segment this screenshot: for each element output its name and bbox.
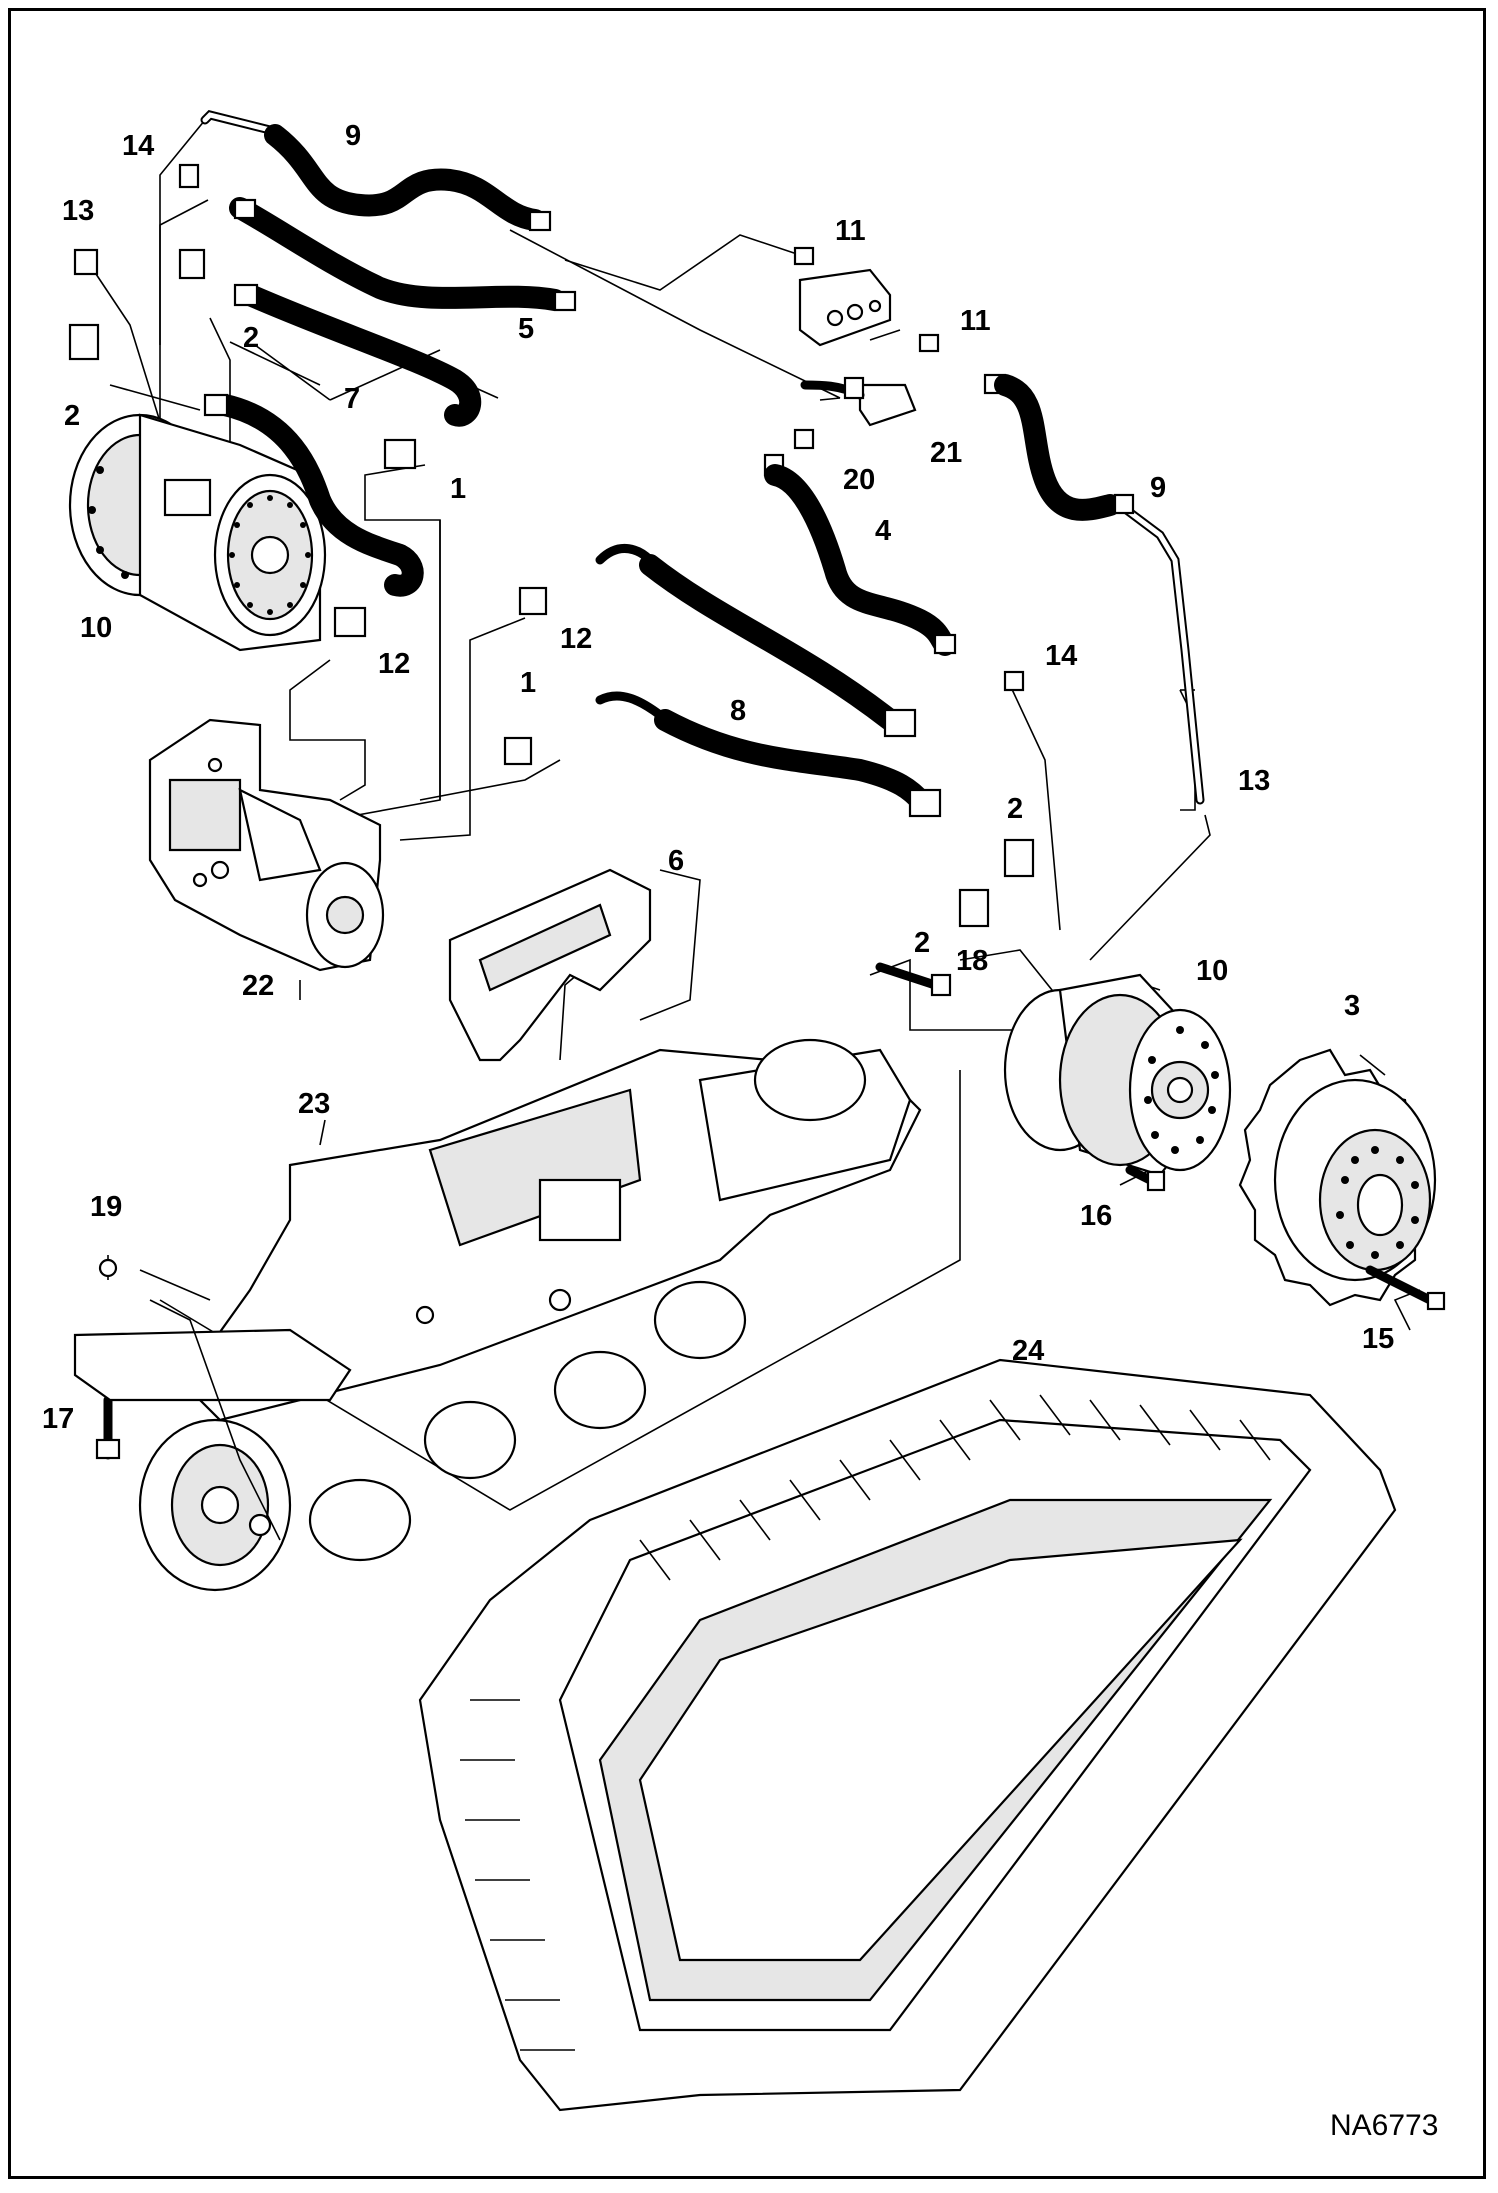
callout-1: 1 — [450, 473, 466, 505]
callout-12: 12 — [560, 623, 592, 655]
callout-15: 15 — [1362, 1323, 1394, 1355]
callout-21: 21 — [930, 437, 962, 469]
diagram-border — [8, 8, 1486, 2179]
rubber-track — [418, 1358, 1397, 2112]
sensor-21 — [793, 376, 917, 450]
callout-14: 14 — [122, 130, 154, 162]
callout-3: 3 — [1344, 990, 1360, 1022]
callout-2: 2 — [64, 400, 80, 432]
leader-lines — [87, 119, 1421, 1511]
drawing-code: NA6773 — [1330, 2109, 1438, 2142]
callout-8: 8 — [730, 695, 746, 727]
callout-13: 13 — [1238, 765, 1270, 797]
hose-9-upper — [200, 110, 552, 232]
drive-sprocket — [1238, 1048, 1437, 1307]
callout-23: 23 — [298, 1088, 330, 1120]
callout-4: 4 — [875, 515, 891, 547]
callout-18: 18 — [956, 945, 988, 977]
hydrostatic-pump — [148, 718, 385, 972]
callout-12: 12 — [378, 648, 410, 680]
callout-14: 14 — [1045, 640, 1077, 672]
callout-17: 17 — [42, 1403, 74, 1435]
track-guide — [448, 868, 652, 1062]
callout-9: 9 — [345, 120, 361, 152]
callout-10: 10 — [1196, 955, 1228, 987]
hose-8-upper — [595, 543, 917, 738]
hose-9-right — [983, 373, 1205, 805]
callout-2: 2 — [1007, 793, 1023, 825]
callout-labels: 9 14 13 2 2 7 5 1 10 12 11 11 21 20 4 9 … — [42, 120, 1438, 2142]
callout-7: 7 — [344, 383, 360, 415]
callout-11: 11 — [960, 305, 991, 337]
callout-19: 19 — [90, 1191, 122, 1223]
callout-22: 22 — [242, 970, 274, 1002]
hose-7-lower — [203, 393, 424, 597]
callout-20: 20 — [843, 464, 875, 496]
callout-24: 24 — [1012, 1335, 1044, 1367]
callout-6: 6 — [668, 845, 684, 877]
callout-5: 5 — [518, 313, 534, 345]
callout-16: 16 — [1080, 1200, 1112, 1232]
hose-4 — [763, 453, 1025, 692]
callout-11: 11 — [835, 215, 866, 247]
callout-2: 2 — [243, 322, 259, 354]
callout-2: 2 — [914, 927, 930, 959]
hose-7-upper — [233, 283, 482, 427]
hose-8-lower — [595, 691, 942, 818]
fittings-lower — [503, 586, 1035, 928]
drive-motor-right — [1003, 973, 1232, 1177]
callout-1: 1 — [520, 667, 536, 699]
valve-block-11 — [793, 246, 940, 353]
undercarriage-frame — [73, 1038, 922, 1592]
fittings-upper-left — [68, 163, 417, 638]
callout-9: 9 — [1150, 472, 1166, 504]
drive-motor-left — [68, 413, 327, 652]
callout-10: 10 — [80, 612, 112, 644]
callout-13: 13 — [62, 195, 94, 227]
hose-5 — [229, 197, 577, 312]
bolts — [95, 962, 1446, 1460]
